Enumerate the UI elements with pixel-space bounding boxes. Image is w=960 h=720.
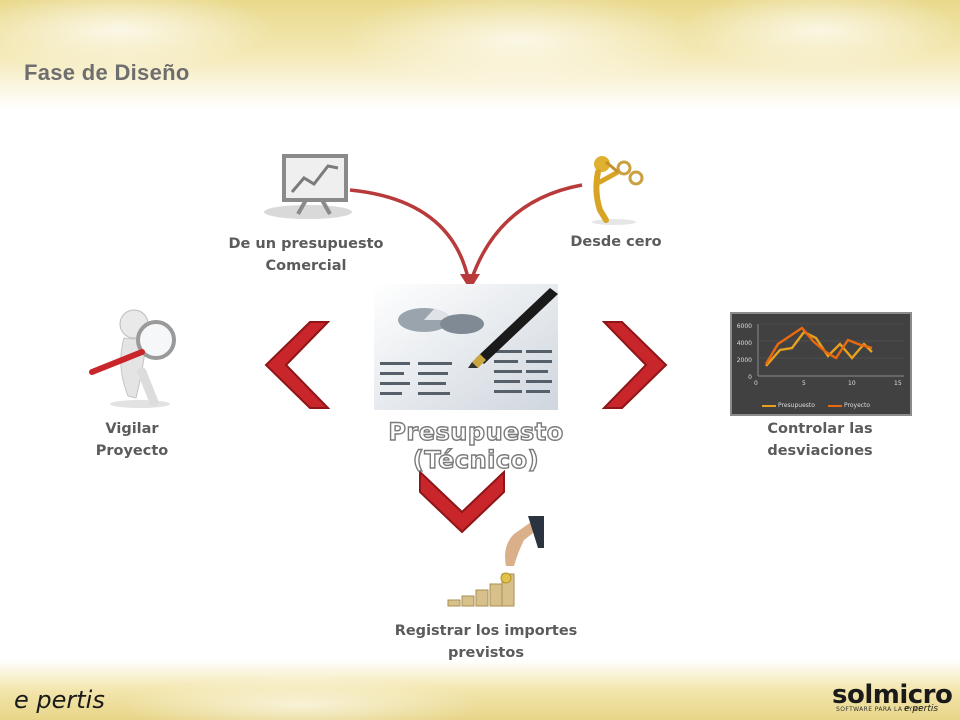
connector-left-curve: [349, 188, 470, 279]
y-tick-label: 6000: [736, 323, 752, 330]
series-proyecto: [764, 326, 873, 365]
solmicro-sublogo: e pertis: [904, 704, 939, 714]
connector-arrowhead: [460, 274, 480, 290]
x-tick-label: 0: [754, 380, 758, 387]
x-tick-label: 10: [848, 380, 856, 387]
y-axis-ticks: 6000 4000 2000 0: [734, 318, 752, 386]
series-presupuesto: [765, 330, 873, 367]
magnifier-figure-icon: [89, 309, 176, 408]
node-from-commercial-line1: De un presupuesto: [228, 236, 384, 252]
node-from-commercial-line2: Comercial: [265, 258, 347, 274]
y-tick-label: 4000: [736, 340, 752, 347]
legend-proyecto: Proyecto: [844, 402, 871, 409]
deviation-mini-chart: 6000 4000 2000 0 0 5 10 15 Presupuesto P…: [730, 312, 912, 416]
solmicro-logo: solmicro: [832, 680, 953, 710]
solmicro-tagline: SOFTWARE PARA LA PYME: [836, 706, 923, 713]
chevron-right-icon: [602, 321, 668, 409]
epertis-logo: e pertis: [14, 686, 105, 714]
node-from-scratch: Desde cero: [556, 231, 676, 253]
chart-board-icon: [264, 154, 352, 219]
y-tick-label: 0: [748, 374, 752, 381]
node-from-commercial: De un presupuesto Comercial: [226, 233, 386, 277]
chevron-down-icon: [419, 470, 505, 534]
slide-title: Fase de Diseño: [24, 60, 190, 85]
header-band: [0, 0, 960, 110]
y-tick-label: 2000: [736, 357, 752, 364]
node-monitor-line2: Proyecto: [95, 443, 169, 459]
node-control-line2: desviaciones: [767, 443, 873, 459]
node-monitor: Vigilar Proyecto: [82, 418, 182, 462]
node-register-line2: previstos: [448, 645, 524, 661]
x-tick-label: 15: [894, 380, 902, 387]
scissors-figure-icon: [592, 156, 644, 225]
budget-document-image: [374, 284, 558, 410]
node-register-line1: Registrar los importes: [394, 623, 578, 639]
footer-band: [0, 660, 960, 720]
legend-presupuesto: Presupuesto: [778, 402, 815, 409]
node-control: Controlar las desviaciones: [740, 418, 900, 462]
chevron-left-icon: [264, 321, 330, 409]
coins-hand-icon: [447, 516, 544, 607]
x-tick-label: 5: [802, 380, 806, 387]
central-budget-label: Presupuesto (Técnico): [388, 417, 564, 474]
node-register: Registrar los importes previstos: [386, 620, 586, 664]
node-control-line1: Controlar las: [767, 421, 873, 437]
node-monitor-line1: Vigilar: [105, 421, 159, 437]
connector-right-curve: [470, 183, 583, 279]
node-from-scratch-line1: Desde cero: [570, 234, 662, 250]
